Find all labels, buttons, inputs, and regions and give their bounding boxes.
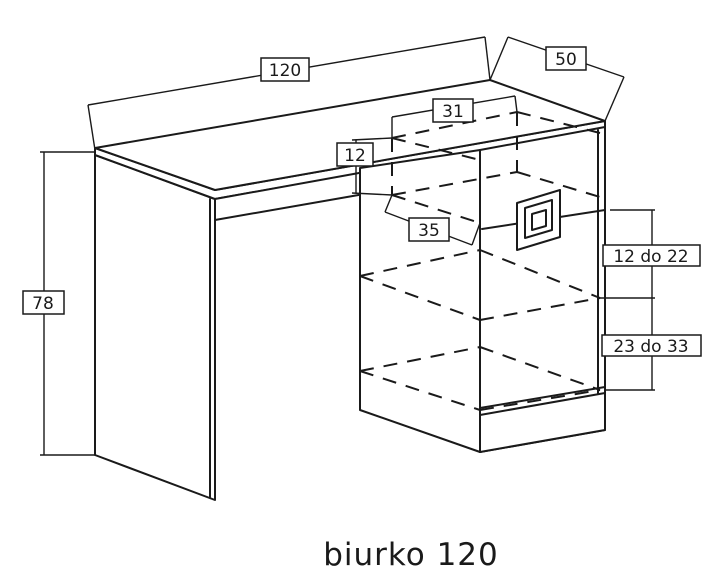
cabinet-plinth — [479, 392, 606, 453]
svg-text:120: 120 — [269, 61, 301, 81]
dim-drawer-depth-label: 35 — [408, 217, 450, 242]
drawer-handle — [516, 189, 561, 251]
dim-height-label: 78 — [22, 290, 65, 315]
svg-text:23 do 33: 23 do 33 — [613, 337, 688, 357]
dim-upper-shelf-range-label: 12 do 22 — [602, 244, 701, 267]
hidden-lines — [359, 111, 601, 411]
svg-text:78: 78 — [32, 294, 54, 314]
desk-outline — [94, 79, 606, 501]
dim-width-label: 120 — [260, 57, 310, 82]
drawing-caption: biurko 120 — [323, 537, 499, 573]
svg-text:50: 50 — [555, 50, 577, 70]
svg-text:12: 12 — [344, 146, 366, 166]
dim-lower-shelf-range-label: 23 do 33 — [601, 334, 702, 357]
dim-depth-label: 50 — [545, 46, 587, 71]
dim-drawer-width-label: 31 — [432, 98, 474, 123]
svg-text:12 do 22: 12 do 22 — [613, 247, 688, 267]
cabinet-side — [359, 149, 481, 453]
svg-text:35: 35 — [418, 221, 440, 241]
left-leg-panel — [94, 154, 216, 501]
svg-text:31: 31 — [442, 102, 464, 122]
dim-drawer-height-label: 12 — [336, 142, 374, 167]
